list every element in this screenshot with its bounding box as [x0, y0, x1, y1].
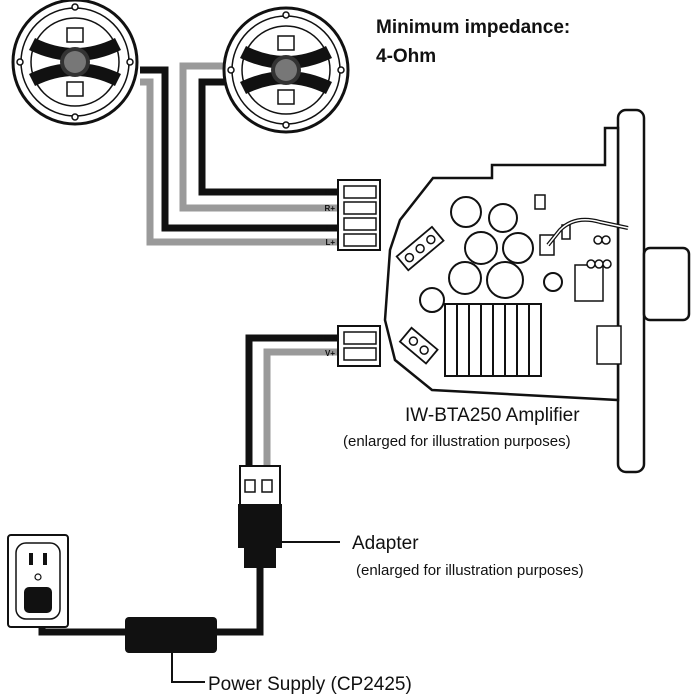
- adapter-note: (enlarged for illustration purposes): [356, 562, 584, 579]
- wire-right-speaker-positive: [179, 62, 340, 212]
- impedance-line-1: Minimum impedance:: [376, 17, 570, 38]
- adapter: [238, 465, 282, 568]
- amplifier-note: (enlarged for illustration purposes): [343, 433, 571, 450]
- power-terminal-block: [337, 325, 381, 367]
- impedance-line-2: 4-Ohm: [376, 46, 436, 67]
- amplifier-board: [383, 126, 629, 402]
- wire-vplus: [263, 348, 340, 495]
- speaker-wires: [140, 62, 340, 246]
- wire-left-speaker-negative: [140, 66, 340, 232]
- power-supply-pointer: [171, 653, 205, 683]
- speaker-right: [222, 6, 350, 134]
- wire-gnd: [245, 334, 340, 495]
- terminal-label-r-minus: R–: [325, 188, 336, 197]
- terminal-label-gnd: GND: [317, 334, 335, 343]
- adapter-name: Adapter: [352, 533, 419, 554]
- wall-outlet: [7, 534, 69, 628]
- power-supply-brick: [125, 617, 217, 653]
- terminal-label-l-plus: L+: [325, 238, 335, 247]
- speaker-terminal-block: [337, 179, 381, 251]
- wire-left-speaker-positive: [140, 78, 340, 246]
- wall-plate: [616, 108, 691, 474]
- amplifier-name: IW-BTA250 Amplifier: [405, 405, 580, 426]
- power-supply-name: Power Supply (CP2425): [208, 674, 412, 695]
- speaker-left: [11, 0, 139, 126]
- power-wires: [38, 334, 340, 636]
- terminal-label-l-minus: L–: [326, 224, 336, 233]
- terminal-label-r-plus: R+: [325, 204, 336, 213]
- terminal-label-vplus: V+: [325, 349, 335, 358]
- wire-right-speaker-negative: [198, 78, 340, 196]
- cable-adapter-to-supply: [215, 565, 264, 636]
